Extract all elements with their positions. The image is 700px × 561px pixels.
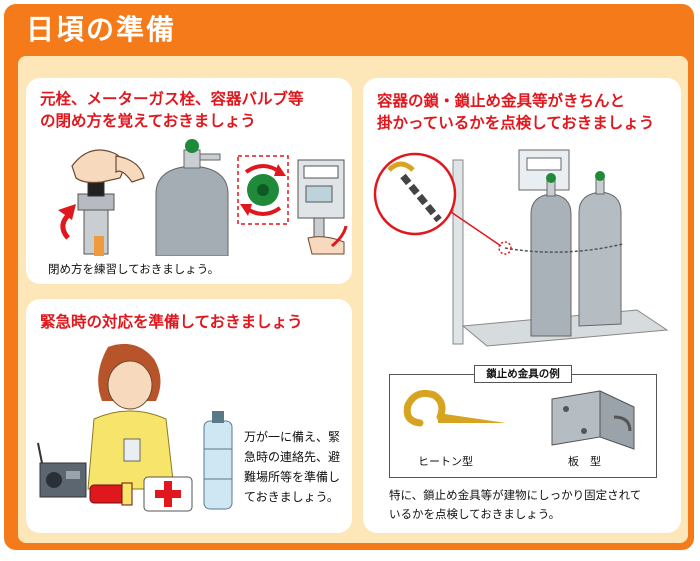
hook-bracket-icon	[403, 389, 506, 427]
panel-emergency-body-line-2: 急時の連絡先、避	[244, 450, 341, 464]
wall-mounted-cylinders-icon	[452, 149, 669, 347]
emergency-supplies-illustration	[37, 343, 233, 512]
bracket-illustrations	[403, 389, 635, 450]
plate-bracket-label: 板 型	[568, 455, 601, 468]
outer-frame: 日頃の準備 元栓、メーターガス栓、容器バルブ等 の閉め方を覚えておきましょう	[4, 4, 694, 550]
flashlight-icon	[89, 482, 133, 506]
gas-cylinder-icon	[155, 139, 229, 256]
bracket-examples-title: 鎖止め金具の例	[474, 365, 572, 383]
panel-valves: 元栓、メーターガス栓、容器バルブ等 の閉め方を覚えておきましょう	[26, 78, 352, 284]
panel-valves-heading-2: の閉め方を覚えておきましょう	[40, 112, 256, 130]
panel-chain-heading-1: 容器の鎖・鎖止め金具等がきちんと	[377, 92, 626, 110]
panel-emergency-body-line-4: ておきましょう。	[244, 490, 339, 504]
panel-emergency-body: 万が一に備え、緊 急時の連絡先、避 難場所等を準備し ておきましょう。	[244, 427, 340, 507]
panel-emergency-heading: 緊急時の対応を準備しておきましょう	[40, 313, 303, 331]
panel-valves-caption: 閉め方を練習しておきましょう。	[48, 262, 220, 276]
first-aid-kit-icon	[143, 476, 193, 512]
panel-chain-heading-2: 掛かっているかを点検しておきましょう	[377, 114, 655, 132]
panel-emergency-body-line-3: 難場所等を準備し	[244, 470, 341, 484]
panel-emergency: 緊急時の対応を準備しておきましょう	[26, 299, 352, 533]
valve-handle-zoom-icon	[237, 155, 289, 225]
chain-closeup-icon	[373, 152, 502, 247]
panel-chain-body-line-1: 特に、鎖止め金具等が建物にしっかり固定されて	[389, 488, 642, 502]
page-title: 日頃の準備	[26, 13, 177, 46]
panel-chain-body: 特に、鎖止め金具等が建物にしっかり固定されて いるかを点検しておきましょう。	[389, 486, 641, 524]
bracket-examples-box: 鎖止め金具の例 ヒート	[389, 365, 657, 478]
chain-inspection-illustration	[373, 149, 669, 347]
rotate-arrow-icon	[58, 204, 76, 240]
woman-with-supplies-icon	[87, 343, 175, 490]
panel-chain: 容器の鎖・鎖止め金具等がきちんと 掛かっているかを点検しておきましょう	[363, 78, 681, 533]
hook-bracket-label: ヒートン型	[418, 455, 473, 468]
water-bottle-icon	[203, 411, 233, 510]
panel-valves-heading-1: 元栓、メーターガス栓、容器バルブ等	[40, 90, 304, 108]
hand-turning-valve-icon	[71, 149, 145, 256]
panel-chain-body-line-2: いるかを点検しておきましょう。	[389, 507, 561, 521]
radio-icon	[37, 442, 87, 498]
gas-meter-icon	[297, 159, 348, 255]
valve-illustrations	[58, 139, 348, 256]
content-area: 元栓、メーターガス栓、容器バルブ等 の閉め方を覚えておきましょう	[18, 56, 688, 543]
plate-bracket-icon	[551, 390, 635, 450]
panel-emergency-body-line-1: 万が一に備え、緊	[244, 430, 341, 444]
